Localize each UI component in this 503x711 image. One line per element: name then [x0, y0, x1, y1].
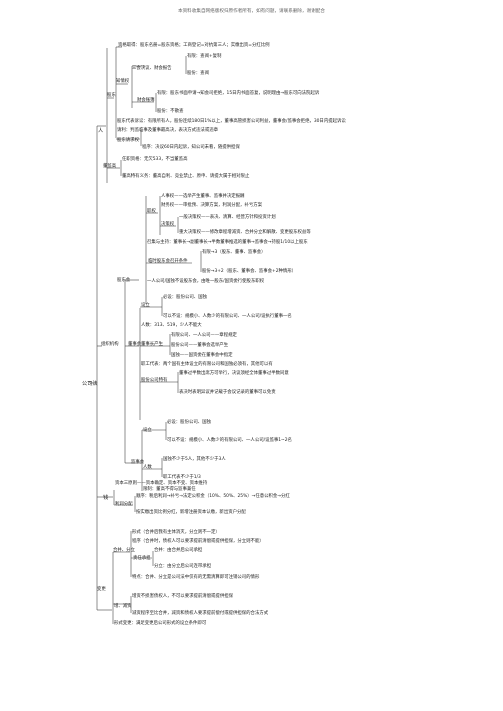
temp-b: 股份→3+2（股东、董事会、监事会+2种情形）: [202, 267, 296, 274]
meeting-label: 股东会: [117, 276, 131, 283]
ledger-a: 有限：股东书面申请→知会司拒绝，15日内书面答复，说明理由→股东可向法院起诉: [157, 89, 320, 96]
vote-label: 决策权: [161, 220, 175, 227]
money-branch: 钱 资本三原则——资本确定、资本不变、资本维持 利润分配 顺序：税后利润→补亏→…: [97, 479, 290, 515]
merge-b: 程序（合并时，债权人可以要求提前清偿或提供担保，分立则不能）: [132, 537, 264, 544]
inquiry-label: 三会决议、财会报告: [132, 64, 172, 71]
reduce-b: 减资程序至比合并，减资和债权人要求提前偿付或提供担保的合法方式: [132, 609, 269, 616]
board-setup-a: 必设：股份公司、国独: [163, 293, 208, 300]
sup-setup-b: 可以不设：规模小、人数少的有限公司、一人公司/设监事1~2名: [167, 436, 292, 443]
director-label: 董监高: [103, 162, 117, 169]
derivative-text-2: 请利：判监临事及董事最高决，表决方式违法或违章: [117, 126, 219, 133]
temp-label: 临时股东会召开条件: [148, 257, 188, 264]
director-a: 任职资格：无欠533，不当董监高: [122, 155, 188, 162]
liability-a: 合并：由合并后公司承担: [154, 546, 203, 553]
change-branch: 变更 合并、分立 形式（合并后我有主体消灭，分立则不一定） 程序（合并时，债权人…: [97, 528, 269, 626]
profit-a: 顺序：税后利润→补亏→法定公积金（10%、50%、25%）→任意公积金→分红: [136, 492, 290, 499]
chair-label: 董事长产生: [141, 340, 164, 347]
temp-a: 有限→3（股东、董事、监事会）: [202, 248, 266, 255]
board-setup-b: 可以不设：规模小、人数少的有限公司、一人公司/设执行董事一名: [163, 312, 292, 319]
change-label: 变更: [97, 585, 106, 592]
reduce-a: 增资不损害债权人，不可以要求提前清偿或提供担保: [132, 592, 234, 599]
convene-text: 召集与主持：董事长→副董事长→半数董事推选的董事→监事会→持股1/10以上股东: [147, 238, 308, 245]
sup-count-a: 国独不少于5人，其他不少于3人: [163, 455, 226, 462]
people-label: 人: [98, 127, 103, 134]
power-0: 人事权——选举产生董事、监事并决定报酬: [161, 192, 245, 199]
liability-label: 责任承担: [133, 554, 151, 561]
supervisor-label: 监事会: [131, 458, 145, 465]
derivative-text: 股东代表诉讼：有限所有人，股份连续180日1%以上，董事高管损害公司利益，董事会…: [117, 117, 346, 124]
reduce-label: 增、减资: [114, 602, 132, 609]
ledger-b: 股份：不散查: [157, 107, 184, 114]
board-staff: 职工代表：两个国有主体设立的有限公司和国独必须有，其他可以有: [141, 360, 273, 367]
sup-setup-label: 设立: [143, 426, 152, 433]
merge-a: 形式（合并后我有主体消灭，分立则不一定）: [132, 528, 220, 535]
chair-c: 国独——国资委在董事会中指定: [171, 351, 233, 358]
qualification-text: 资格取得：股东名册=股东资格；工商登记=对抗第三人；实缴出资=分红比例: [118, 41, 270, 48]
sup-limit: 限制：董高不得与监事兼任: [143, 485, 196, 492]
form-text: 形式变更：满足变更后公司形式的设立条件即可: [114, 619, 207, 626]
chair-a: 有限公司、一人公司——章程规定: [171, 331, 237, 338]
single-text: 一人公司/国独不设股东会，由唯一股东/国资委行使股东职权: [147, 277, 265, 284]
vote-a: 一般决策权——表决、清算、经营方针和投资计划: [179, 213, 276, 220]
liability-b: 分立：由分立后公司连带承担: [154, 562, 212, 569]
org-label: 组织机构: [101, 340, 119, 347]
powers-label: 职权: [147, 207, 156, 214]
page-header: 本资料收集自网络版权归原作者所有，如有问题，请联系删除，谢谢配合: [177, 9, 325, 14]
director-c: 董高特有义务：董高自利、竞业禁止、原申、请提大属于相对限止: [122, 172, 250, 179]
people-branch: 人 股东 资格取得：股东名册=股东资格；工商登记=对抗第三人；实缴出资=分红比例…: [97, 41, 346, 183]
withdrawal-label: 股东请求权: [117, 136, 140, 143]
chair-b: 股份公司——董事会选举产生: [171, 341, 229, 348]
capital-text: 资本三原则——资本确定、资本不变、资本维持: [115, 479, 208, 486]
merge-label: 合并、分立: [113, 546, 136, 553]
board-label: 董事会: [128, 340, 142, 347]
board-special-label: 股份公司特有: [141, 376, 168, 383]
profit-b: 按实缴出资比例分红，新增注册资本认缴，新出资户分配: [136, 508, 246, 515]
profit-label: 利润分配: [115, 500, 133, 507]
sup-count-b: 职工代表不少于1/3: [163, 473, 201, 480]
board-size: 人数：313、519，少人不能大: [141, 321, 202, 328]
ledger-label: 财会账簿: [137, 96, 155, 103]
board-special-b: 表决时表明异议并记载于会议记录的董事可以免责: [179, 388, 276, 395]
board-setup-label: 设立: [141, 301, 150, 308]
inquiry-a: 有限：查阅+复制: [187, 52, 222, 59]
root-branch: 公司法: [82, 126, 98, 610]
right-to-know-label: 知情权: [116, 77, 130, 84]
org-branch: 组织机构 股东会 职权 人事权——选举产生董事、监事并决定报酬 财务权——审批预…: [97, 192, 311, 492]
vote-b: 重大决策权——修改章程增减资、合并分立和解散、变更股东权益等: [179, 228, 311, 235]
withdrawal-b: 程序：决议60日内起诉，知公司未看，随提供担保: [142, 143, 240, 150]
sup-count-label: 人数: [143, 463, 152, 470]
power-1: 财务权——审批预、决算方案，利润分配，补亏方案: [161, 201, 263, 208]
merge-c: 特点：合并、分立是公司法中仅有的无需清算即可注销公司的情形: [132, 573, 260, 580]
inquiry-b: 股份：查阅: [187, 69, 209, 76]
sup-setup-a: 必设：股份公司、国独: [167, 418, 212, 425]
money-label: 钱: [103, 493, 108, 501]
root-label: 公司法: [82, 379, 98, 387]
board-special-a: 董事过半数出席方可举行，决议须经全体董事过半数同意: [179, 369, 289, 376]
shareholder-label: 股东: [107, 91, 116, 98]
